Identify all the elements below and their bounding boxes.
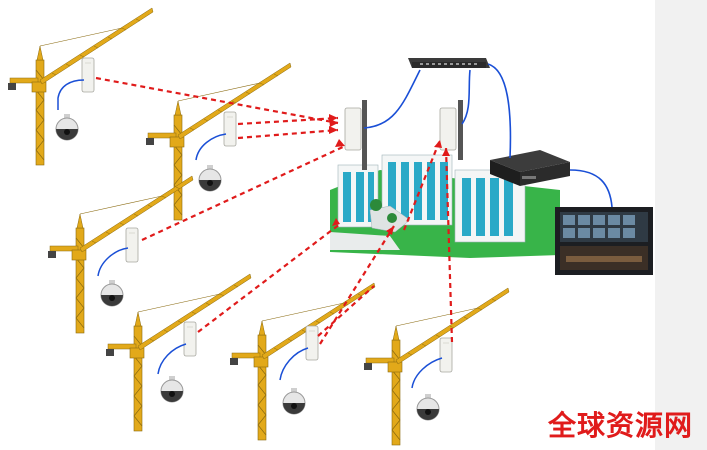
monitoring-center (555, 207, 653, 275)
network-switch (408, 58, 490, 68)
arrowhead (332, 218, 340, 226)
crane-6-cable (411, 357, 443, 389)
cable-right-antenna-to-switch (461, 69, 471, 125)
link-crane-2a-to-left-antenna (237, 116, 339, 126)
link-crane-1-to-left-antenna (95, 76, 339, 125)
crane-6-cpe-antenna (439, 337, 453, 373)
crane-4-cable (157, 343, 187, 375)
base-station-antenna-left (344, 100, 367, 170)
crane-2-camera (198, 164, 222, 192)
crane-5-cpe-antenna (305, 325, 319, 361)
crane-4-cpe-antenna (183, 321, 197, 357)
link-crane-5-to-building (317, 285, 375, 337)
crane-3-cable (97, 247, 129, 277)
crane-1-cpe-antenna (81, 57, 95, 93)
cable-switch-to-nvr (487, 63, 512, 159)
network-video-recorder (490, 150, 570, 186)
arrowhead (329, 114, 338, 122)
crane-3 (47, 175, 194, 334)
crane-5 (229, 282, 376, 441)
arrowhead (442, 148, 450, 156)
crane-5-camera (282, 387, 306, 415)
crane-3-camera (100, 279, 124, 307)
link-crane-2b-to-left-antenna (237, 128, 339, 140)
base-station-antenna-right (439, 100, 463, 160)
crane-4-camera (160, 375, 184, 403)
crane-5-cable (279, 347, 309, 381)
crane-1-cable (57, 79, 85, 110)
link-building-to-right-antenna (402, 139, 442, 231)
link-crane-3-to-left-antenna (141, 145, 346, 241)
crane-3-cpe-antenna (125, 227, 139, 263)
crane-2-cpe-antenna (223, 111, 237, 147)
arrowhead (434, 140, 442, 148)
office-building (330, 154, 560, 258)
arrowhead (335, 139, 345, 147)
page-margin-strip (655, 0, 707, 450)
arrowhead (386, 226, 394, 235)
crane-1-camera (55, 113, 79, 141)
crane-4 (105, 273, 252, 432)
arrowhead (329, 126, 338, 134)
crane-6-camera (416, 393, 440, 421)
cable-left-antenna-to-switch (363, 69, 421, 129)
link-crane-4-to-building (197, 223, 341, 333)
crane-2-cable (195, 133, 227, 161)
watermark-text: 全球资源网 (548, 409, 694, 442)
cable-nvr-to-monitoring (569, 169, 613, 208)
crane-1 (7, 7, 154, 166)
crane-6 (363, 287, 510, 446)
